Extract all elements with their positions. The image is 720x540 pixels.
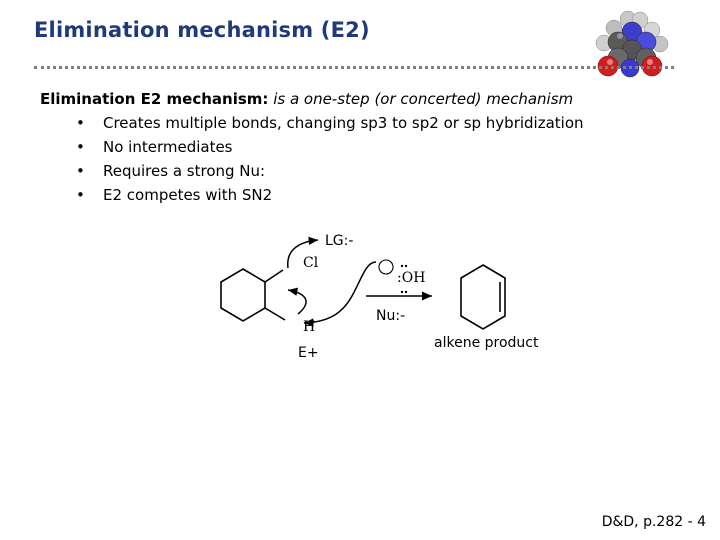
hydroxide-label: :OH: [397, 270, 426, 286]
base-attack-arrow: [303, 261, 377, 327]
intro-definition: is a one-step (or concerted) mechanism: [273, 90, 574, 108]
bullet-list: Creates multiple bonds, changing sp3 to …: [40, 111, 680, 207]
e2-reaction-scheme: LG:- Cl H E+ :OH Nu:- alkene product: [200, 222, 560, 372]
electrophile-label: E+: [298, 345, 319, 361]
reaction-diagram: [220, 236, 506, 330]
cyclohexane-ring: [220, 268, 266, 322]
reference-note: D&D, p.282 - 4: [601, 514, 706, 530]
nucleophile-label: Nu:-: [376, 308, 406, 324]
intro-line: Elimination E2 mechanism: is a one-step …: [40, 87, 680, 111]
product-label: alkene product: [434, 335, 539, 351]
molecule-logo-icon: [595, 10, 669, 78]
bond-shift-arrow: [287, 287, 307, 315]
leaving-group-arrow: [287, 236, 319, 269]
intro-term: Elimination E2 mechanism:: [40, 90, 269, 108]
leaving-group-label: LG:-: [325, 233, 354, 249]
bullet-item: No intermediates: [40, 135, 680, 159]
c-h-bond: [264, 307, 286, 321]
title-divider: [34, 66, 674, 69]
negative-charge-circle: [378, 259, 394, 275]
slide-body: Elimination E2 mechanism: is a one-step …: [40, 87, 680, 207]
hydrogen-label: H: [303, 319, 316, 335]
cyclohexene-ring: [460, 264, 506, 330]
bullet-item: Requires a strong Nu:: [40, 159, 680, 183]
bullet-item: Creates multiple bonds, changing sp3 to …: [40, 111, 680, 135]
c-cl-bond: [264, 269, 284, 283]
bullet-item: E2 competes with SN2: [40, 183, 680, 207]
slide-title: Elimination mechanism (E2): [34, 18, 370, 42]
chlorine-label: Cl: [303, 255, 319, 271]
